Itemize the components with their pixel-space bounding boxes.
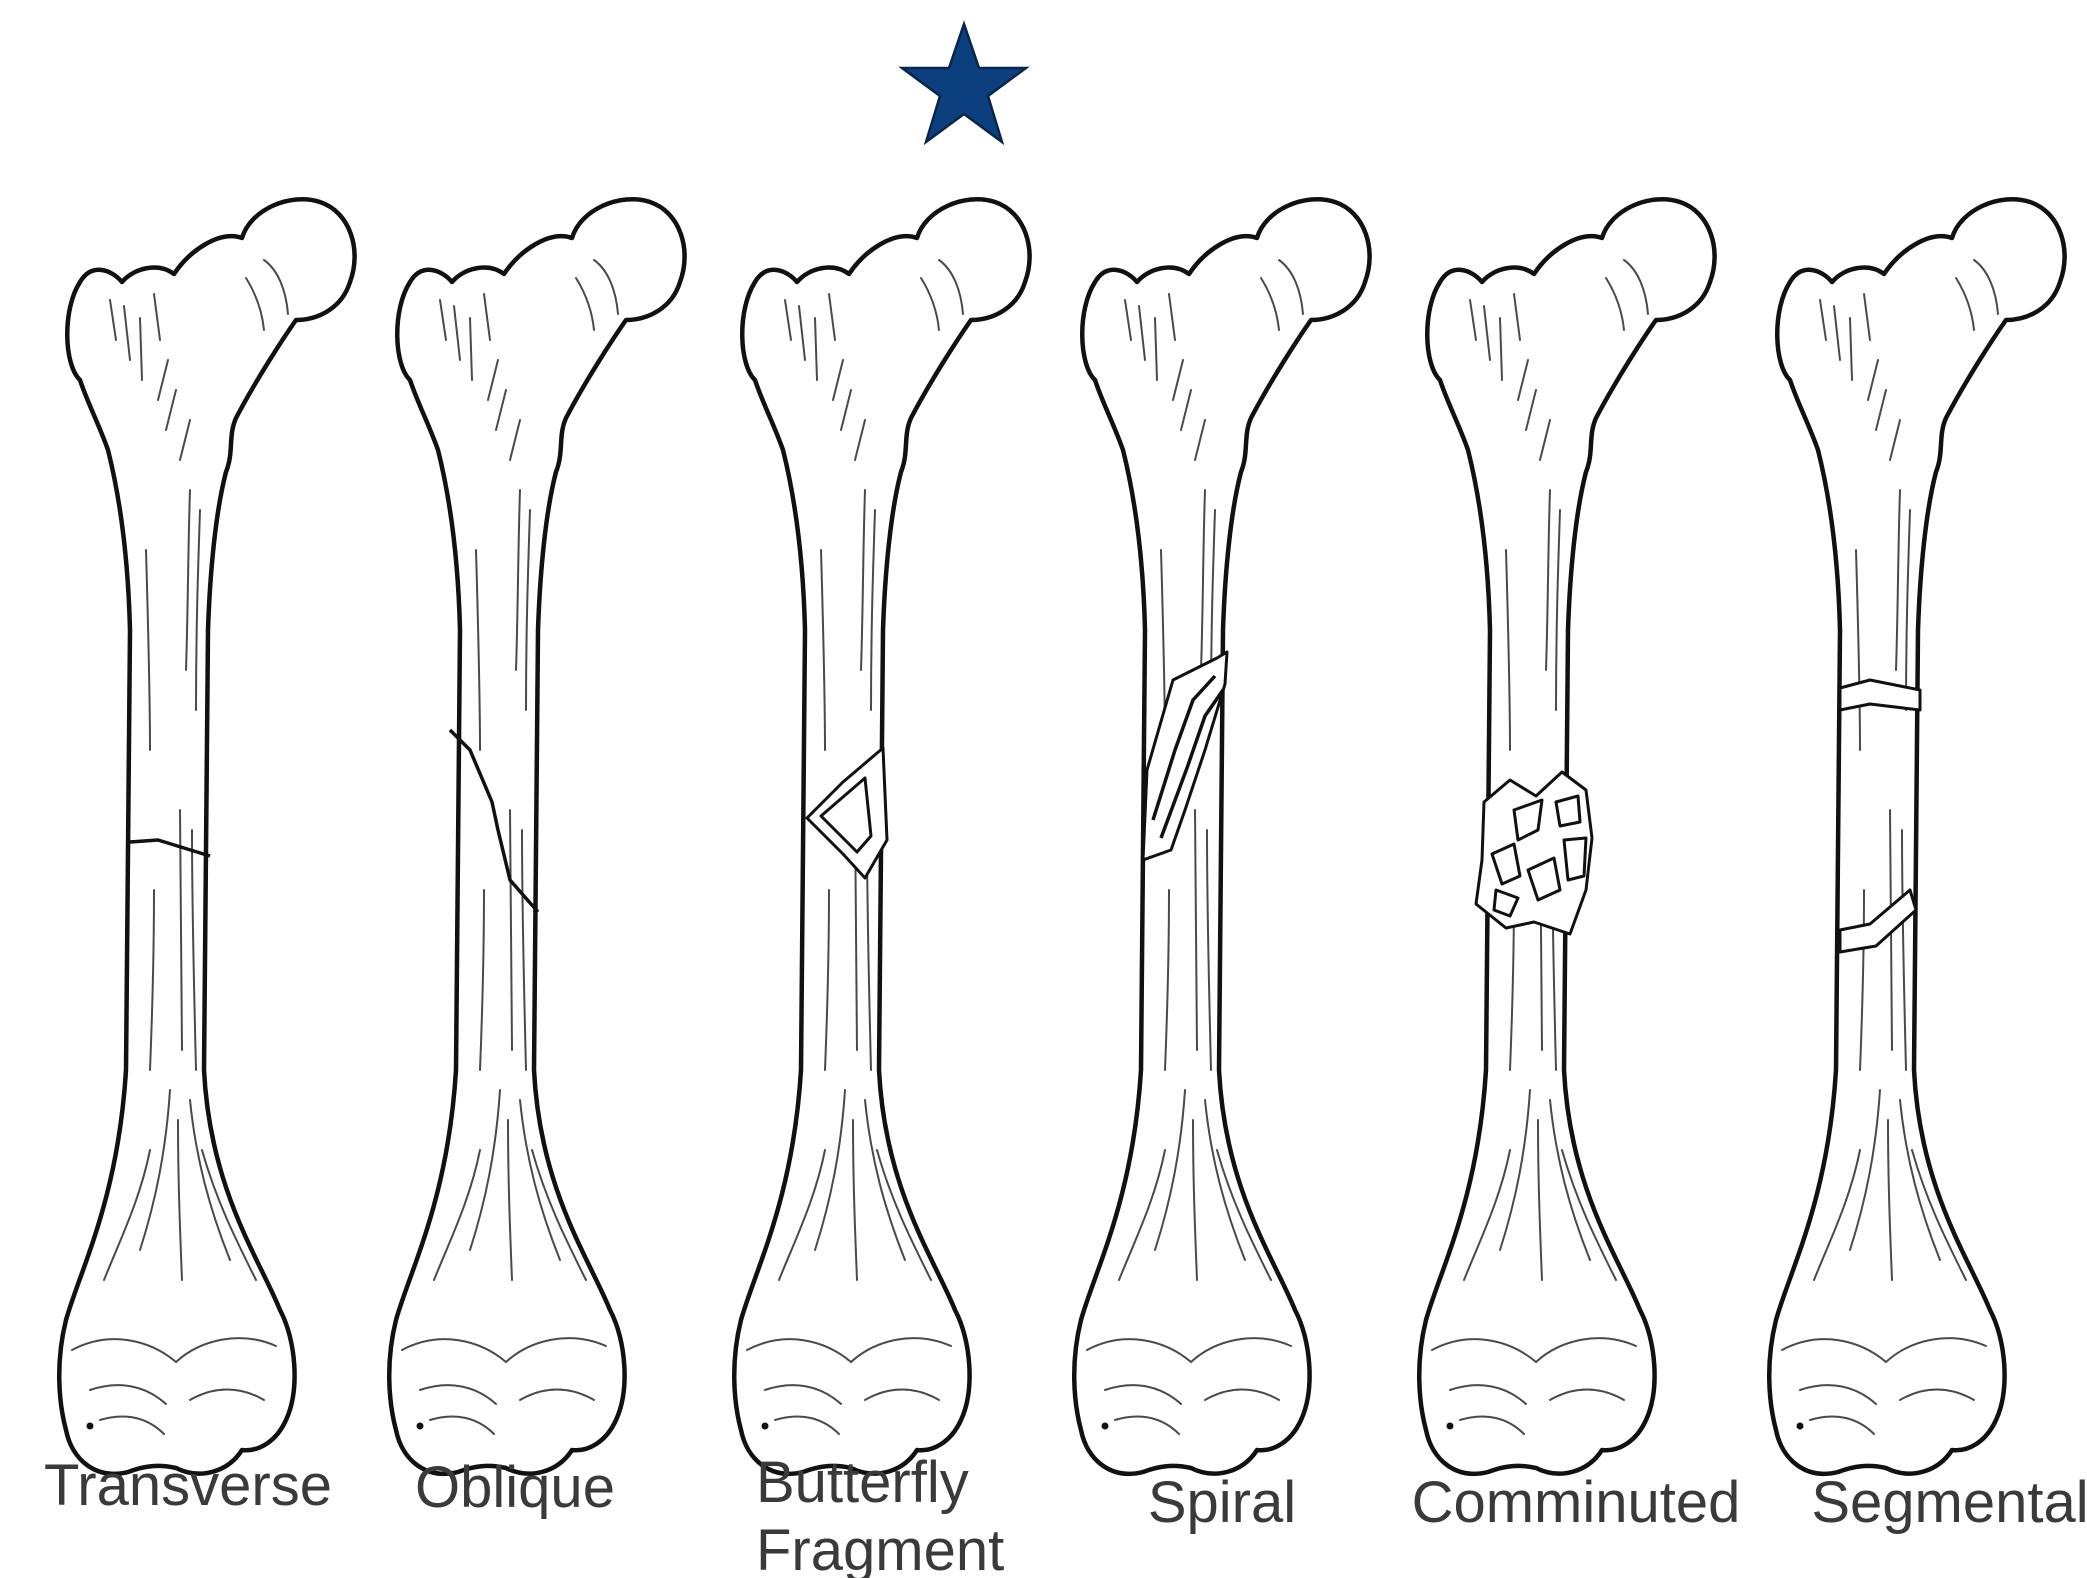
- fracture-segmental: [1769, 199, 2064, 1474]
- fracture-transverse: [59, 199, 354, 1474]
- star-icon: [902, 24, 1026, 142]
- fracture-spiral: [1074, 199, 1369, 1474]
- label-segmental: Segmental: [1811, 1470, 2087, 1535]
- label-spiral: Spiral: [1148, 1470, 1296, 1535]
- label-comminuted: Comminuted: [1412, 1470, 1741, 1535]
- fracture-comminuted: [1419, 199, 1714, 1474]
- fracture-oblique: [389, 199, 684, 1474]
- label-oblique: Oblique: [415, 1455, 615, 1520]
- fracture-butterfly: [734, 199, 1029, 1474]
- label-butterfly-line1: Butterfly: [756, 1450, 969, 1515]
- label-transverse: Transverse: [44, 1453, 332, 1518]
- label-butterfly-line2: Fragment: [756, 1518, 1004, 1578]
